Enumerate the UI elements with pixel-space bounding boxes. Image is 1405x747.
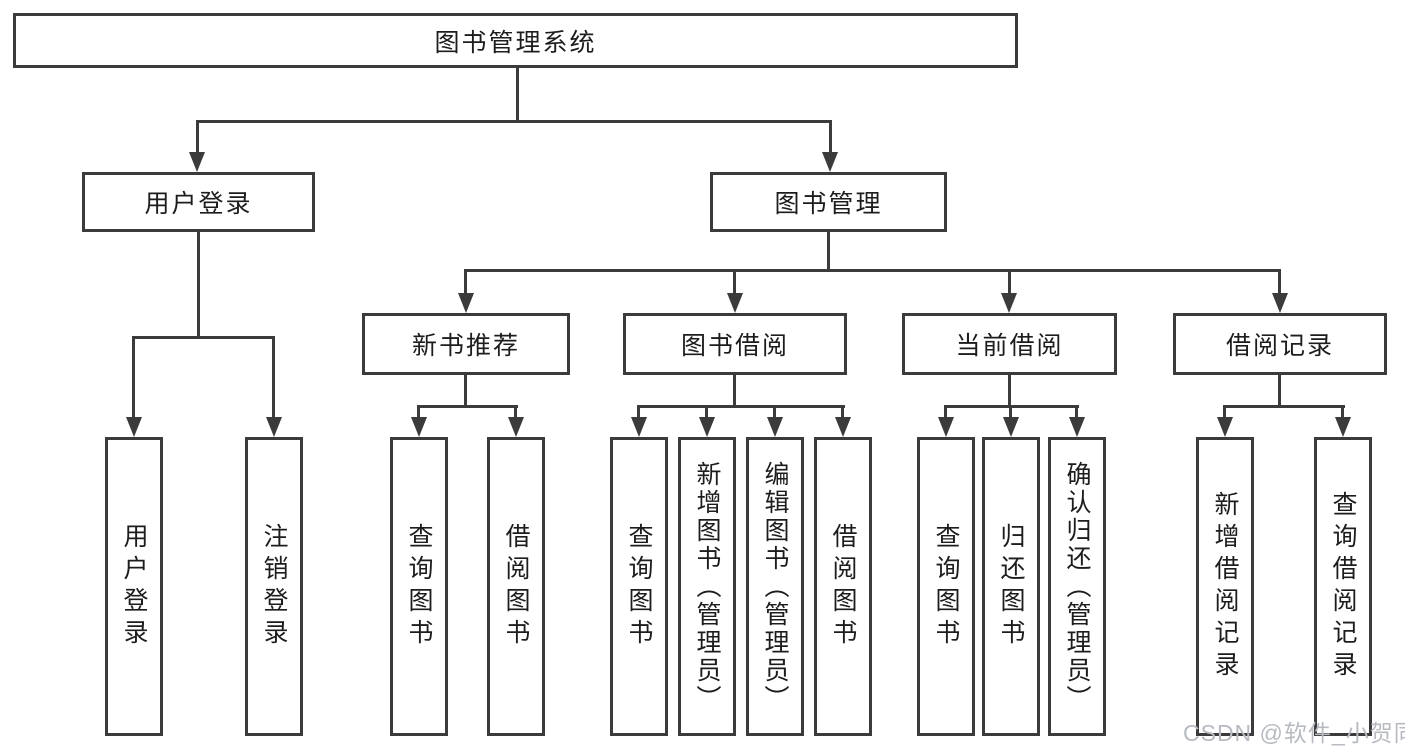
arrow-down-icon: [1217, 417, 1233, 437]
connector-line: [196, 120, 199, 153]
csdn-watermark: CSDN @软件_小贺同学: [1183, 720, 1405, 746]
node-label: 图书管理: [774, 190, 883, 218]
connector-line: [773, 405, 776, 419]
connector-line: [1008, 375, 1011, 408]
node-new-book-recommend: 新书推荐: [362, 313, 570, 375]
node-label: 查询图书: [932, 522, 960, 651]
node-label: 图书管理系统: [434, 28, 597, 57]
arrow-down-icon: [1003, 417, 1019, 437]
connector-line: [1008, 269, 1011, 293]
connector-line: [464, 375, 467, 408]
arrow-down-icon: [835, 417, 851, 437]
arrow-down-icon: [699, 417, 715, 437]
arrow-down-icon: [1272, 293, 1288, 313]
connector-line: [514, 405, 517, 419]
arrow-down-icon: [1001, 293, 1017, 313]
connector-line: [841, 405, 844, 419]
connector-line: [196, 120, 832, 123]
connector-line: [733, 269, 736, 293]
leaf-confirm-return-admin: 确认归还（管理员）: [1048, 437, 1106, 736]
connector-line: [516, 68, 519, 120]
connector-line: [1278, 269, 1281, 293]
connector-line: [1223, 405, 1226, 419]
arrow-down-icon: [1335, 417, 1351, 437]
leaf-borrow-book: 借阅图书: [814, 437, 872, 736]
connector-line: [417, 405, 420, 419]
node-label: 借阅图书: [829, 522, 857, 651]
leaf-query-borrow-record: 查询借阅记录: [1314, 437, 1372, 736]
connector-line: [464, 269, 467, 293]
node-label: 新书推荐: [411, 332, 520, 360]
node-label: 图书借阅: [680, 332, 789, 360]
node-label: 归还图书: [997, 522, 1025, 651]
connector-line: [705, 405, 708, 419]
connector-line: [464, 269, 1280, 272]
leaf-query-books-recommend: 查询图书: [390, 437, 448, 736]
connector-line: [1278, 375, 1281, 408]
arrow-down-icon: [458, 293, 474, 313]
arrow-down-icon: [508, 417, 524, 437]
node-current-borrow: 当前借阅: [902, 313, 1117, 375]
connector-line: [132, 336, 275, 339]
connector-line: [637, 405, 640, 419]
arrow-down-icon: [266, 417, 282, 437]
connector-line: [1341, 405, 1344, 419]
connector-line: [132, 336, 135, 417]
connector-line: [733, 375, 736, 408]
arrow-down-icon: [727, 293, 743, 313]
node-label: 借阅记录: [1225, 332, 1334, 360]
node-label: 新增借阅记录: [1211, 490, 1239, 683]
connector-line: [1009, 405, 1012, 419]
node-label: 新增图书（管理员）: [693, 460, 721, 713]
arrow-down-icon: [1069, 417, 1085, 437]
node-label: 确认归还（管理员）: [1063, 460, 1091, 713]
node-label: 用户登录: [144, 190, 253, 218]
connector-line: [272, 336, 275, 417]
node-library-management-system: 图书管理系统: [13, 13, 1018, 68]
leaf-user-login: 用户登录: [105, 437, 163, 736]
arrow-down-icon: [938, 417, 954, 437]
connector-line: [197, 232, 200, 339]
node-label: 用户登录: [120, 522, 148, 651]
connector-line: [944, 405, 947, 419]
leaf-add-borrow-record: 新增借阅记录: [1196, 437, 1254, 736]
connector-line: [1223, 405, 1345, 408]
node-user-login: 用户登录: [82, 172, 315, 232]
arrow-down-icon: [767, 417, 783, 437]
arrow-down-icon: [411, 417, 427, 437]
leaf-add-book-admin: 新增图书（管理员）: [678, 437, 736, 736]
node-label: 查询借阅记录: [1329, 490, 1357, 683]
connector-line: [637, 405, 845, 408]
node-label: 查询图书: [405, 522, 433, 651]
node-label: 借阅图书: [502, 522, 530, 651]
leaf-logout: 注销登录: [245, 437, 303, 736]
node-book-borrow: 图书借阅: [623, 313, 847, 375]
leaf-return-book: 归还图书: [982, 437, 1040, 736]
arrow-down-icon: [189, 152, 205, 172]
leaf-edit-book-admin: 编辑图书（管理员）: [746, 437, 804, 736]
arrow-down-icon: [631, 417, 647, 437]
node-label: 当前借阅: [955, 332, 1064, 360]
connector-line: [829, 120, 832, 153]
leaf-query-books-current: 查询图书: [917, 437, 975, 736]
connector-line: [1075, 405, 1078, 419]
node-borrow-records: 借阅记录: [1173, 313, 1387, 375]
connector-line: [417, 405, 518, 408]
node-label: 注销登录: [260, 522, 288, 651]
node-label: 查询图书: [625, 522, 653, 651]
arrow-down-icon: [126, 417, 142, 437]
leaf-borrow-books-recommend: 借阅图书: [487, 437, 545, 736]
arrow-down-icon: [822, 152, 838, 172]
leaf-query-books-borrow: 查询图书: [610, 437, 668, 736]
node-label: 编辑图书（管理员）: [761, 460, 789, 713]
node-book-management: 图书管理: [710, 172, 947, 232]
connector-line: [827, 232, 830, 272]
